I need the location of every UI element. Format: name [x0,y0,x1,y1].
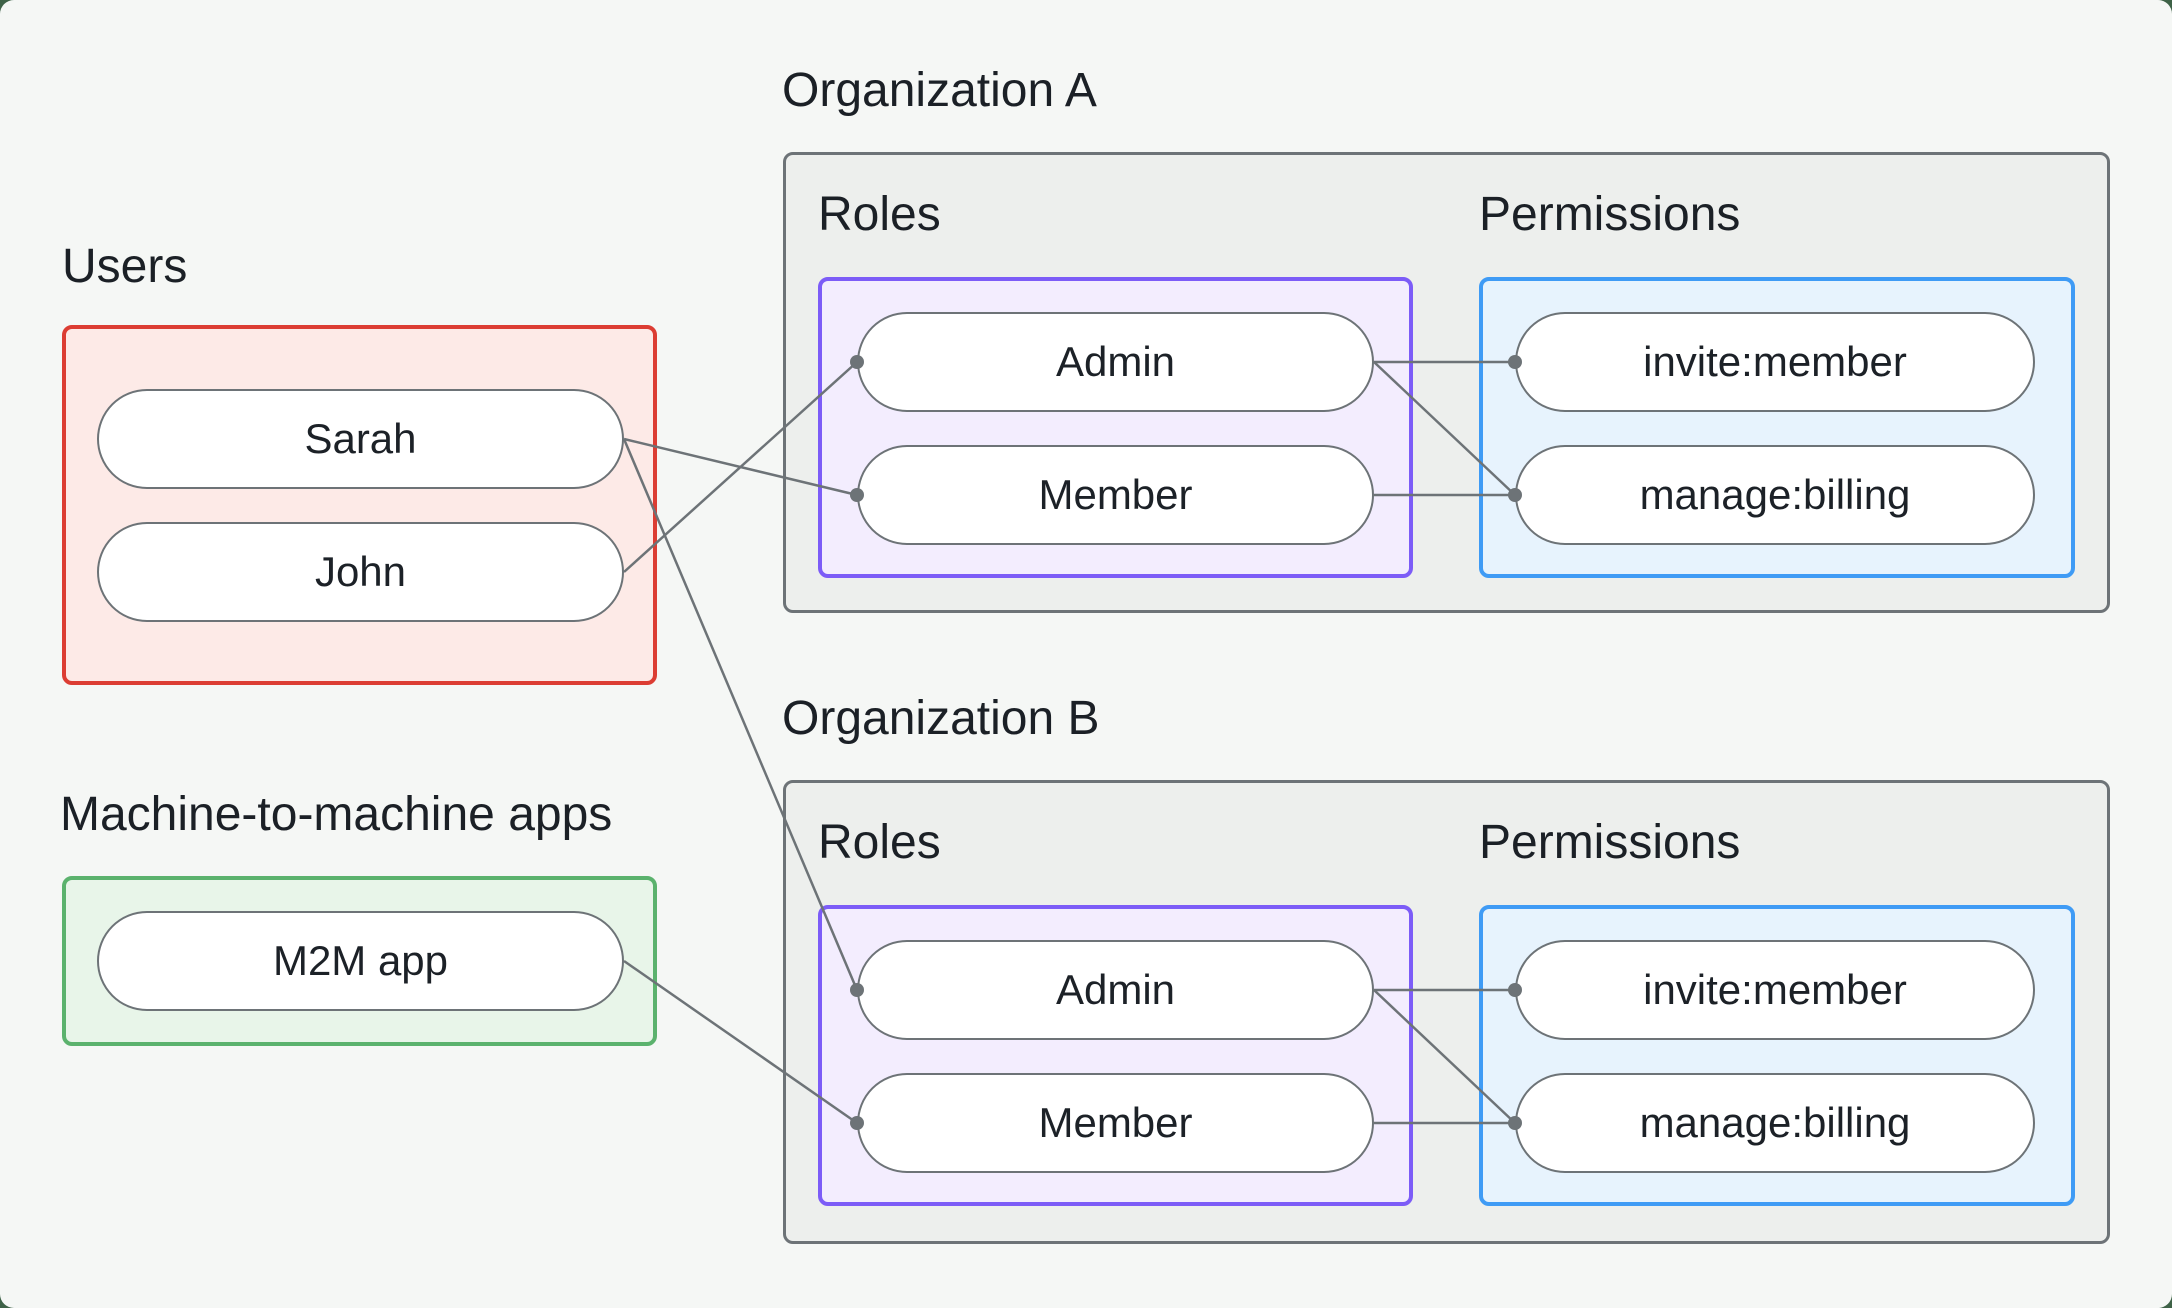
org-a-role-pill-admin: Admin [857,312,1374,412]
role-name: Member [1038,1099,1193,1146]
permission-name: invite:member [1643,966,1907,1013]
m2m-group-label: Machine-to-machine apps [60,788,613,841]
org-b-roles-label: Roles [818,816,941,869]
role-name: Admin [1055,966,1176,1013]
m2m-app-pill: M2M app [97,911,624,1011]
org-a-permissions-label: Permissions [1479,188,1741,241]
org-b-permissions-label: Permissions [1479,816,1741,869]
user-name: Sarah [304,415,417,462]
org-b-role-pill-admin: Admin [857,940,1374,1040]
org-a-permission-pill-manage-billing: manage:billing [1515,445,2035,545]
users-group-box [62,325,657,685]
org-b-role-pill-member: Member [857,1073,1374,1173]
permission-name: manage:billing [1639,1099,1911,1146]
org-a-title: Organization A [782,64,1097,117]
app-name: M2M app [272,937,449,984]
org-b-permission-pill-invite-member: invite:member [1515,940,2035,1040]
user-pill-john: John [97,522,624,622]
org-b-permission-pill-manage-billing: manage:billing [1515,1073,2035,1173]
org-a-roles-label: Roles [818,188,941,241]
org-a-permission-pill-invite-member: invite:member [1515,312,2035,412]
org-a-role-pill-member: Member [857,445,1374,545]
permission-name: invite:member [1643,338,1907,385]
role-name: Member [1038,471,1193,518]
users-group-label: Users [62,240,188,293]
user-name: John [314,548,407,595]
role-name: Admin [1055,338,1176,385]
permission-name: manage:billing [1639,471,1911,518]
user-pill-sarah: Sarah [97,389,624,489]
org-b-title: Organization B [782,692,1100,745]
